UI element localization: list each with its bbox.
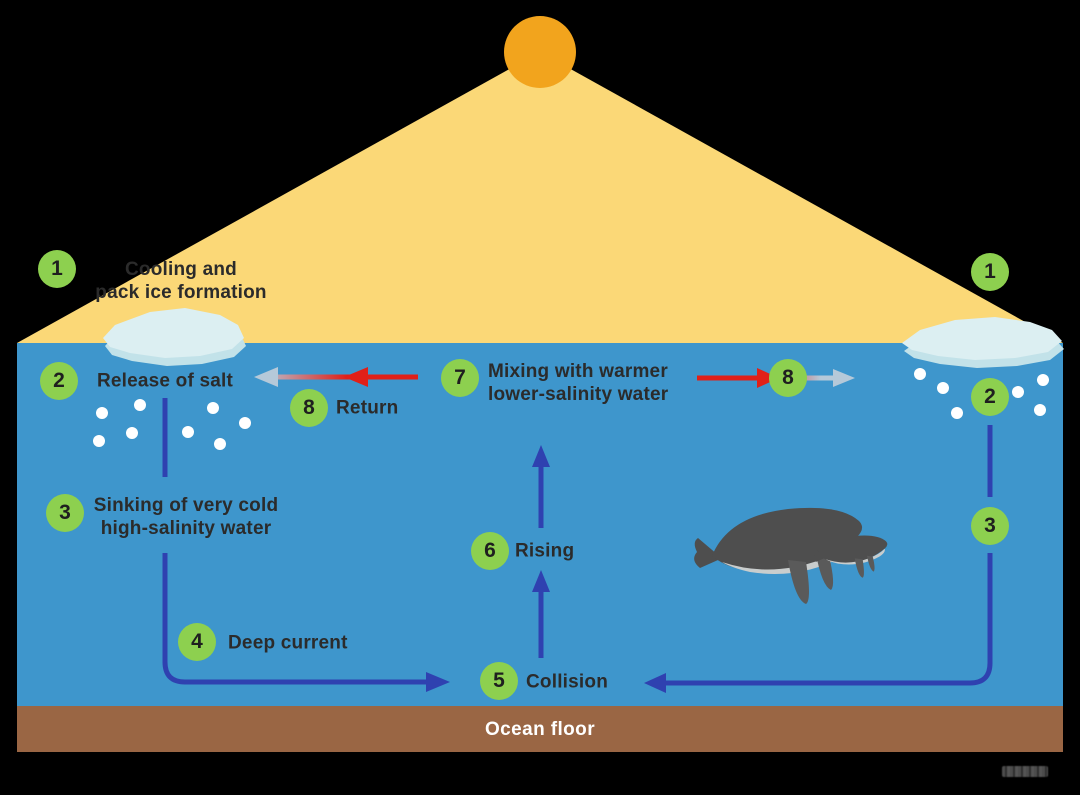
ice-floe-icon — [103, 308, 246, 366]
label-mixing-warmer-water: Mixing with warmer lower-salinity water — [488, 361, 669, 405]
step-badge-4: 4 — [178, 623, 216, 661]
step-badge-2-left: 2 — [40, 362, 78, 400]
step-badge-1-left: 1 — [38, 250, 76, 288]
sunbeam-triangle — [17, 52, 1063, 343]
collision-arrowhead — [644, 673, 666, 693]
label-cooling-pack-ice: Cooling and pack ice formation — [95, 259, 267, 303]
sun-icon — [504, 16, 576, 88]
right-sinking-arrow — [664, 425, 993, 686]
salt-dots — [93, 399, 251, 450]
label-collision: Collision — [526, 671, 609, 693]
label-release-of-salt: Release of salt — [96, 370, 234, 392]
step-badge-8-right: 8 — [769, 359, 807, 397]
label-return: Return — [336, 397, 399, 419]
step-badge-8-left: 8 — [290, 389, 328, 427]
ocean-floor-label: Ocean floor — [485, 719, 595, 740]
deep-current-arrowhead — [426, 672, 450, 692]
label-sinking-water: Sinking of very cold high-salinity water — [93, 495, 279, 539]
step-badge-6: 6 — [471, 532, 509, 570]
whale-calf-icon — [813, 535, 888, 578]
label-rising: Rising — [515, 540, 575, 562]
step-badge-7: 7 — [441, 359, 479, 397]
salt-dots — [914, 368, 1049, 419]
step-badge-1-right: 1 — [971, 253, 1009, 291]
sinking-deep-current-arrow — [162, 398, 428, 685]
return-arrow-right — [697, 368, 855, 388]
ocean-floor — [17, 706, 1063, 752]
rising-arrowhead — [532, 445, 550, 467]
ice-floe-icon — [902, 317, 1064, 368]
label-deep-current: Deep current — [228, 632, 348, 654]
step-badge-3-right: 3 — [971, 507, 1009, 545]
watermark-logo — [1002, 766, 1048, 777]
step-badge-5: 5 — [480, 662, 518, 700]
step-badge-2-right: 2 — [971, 378, 1009, 416]
rising-arrowhead — [532, 570, 550, 592]
step-badge-3-left: 3 — [46, 494, 84, 532]
return-arrow-left — [254, 367, 418, 387]
